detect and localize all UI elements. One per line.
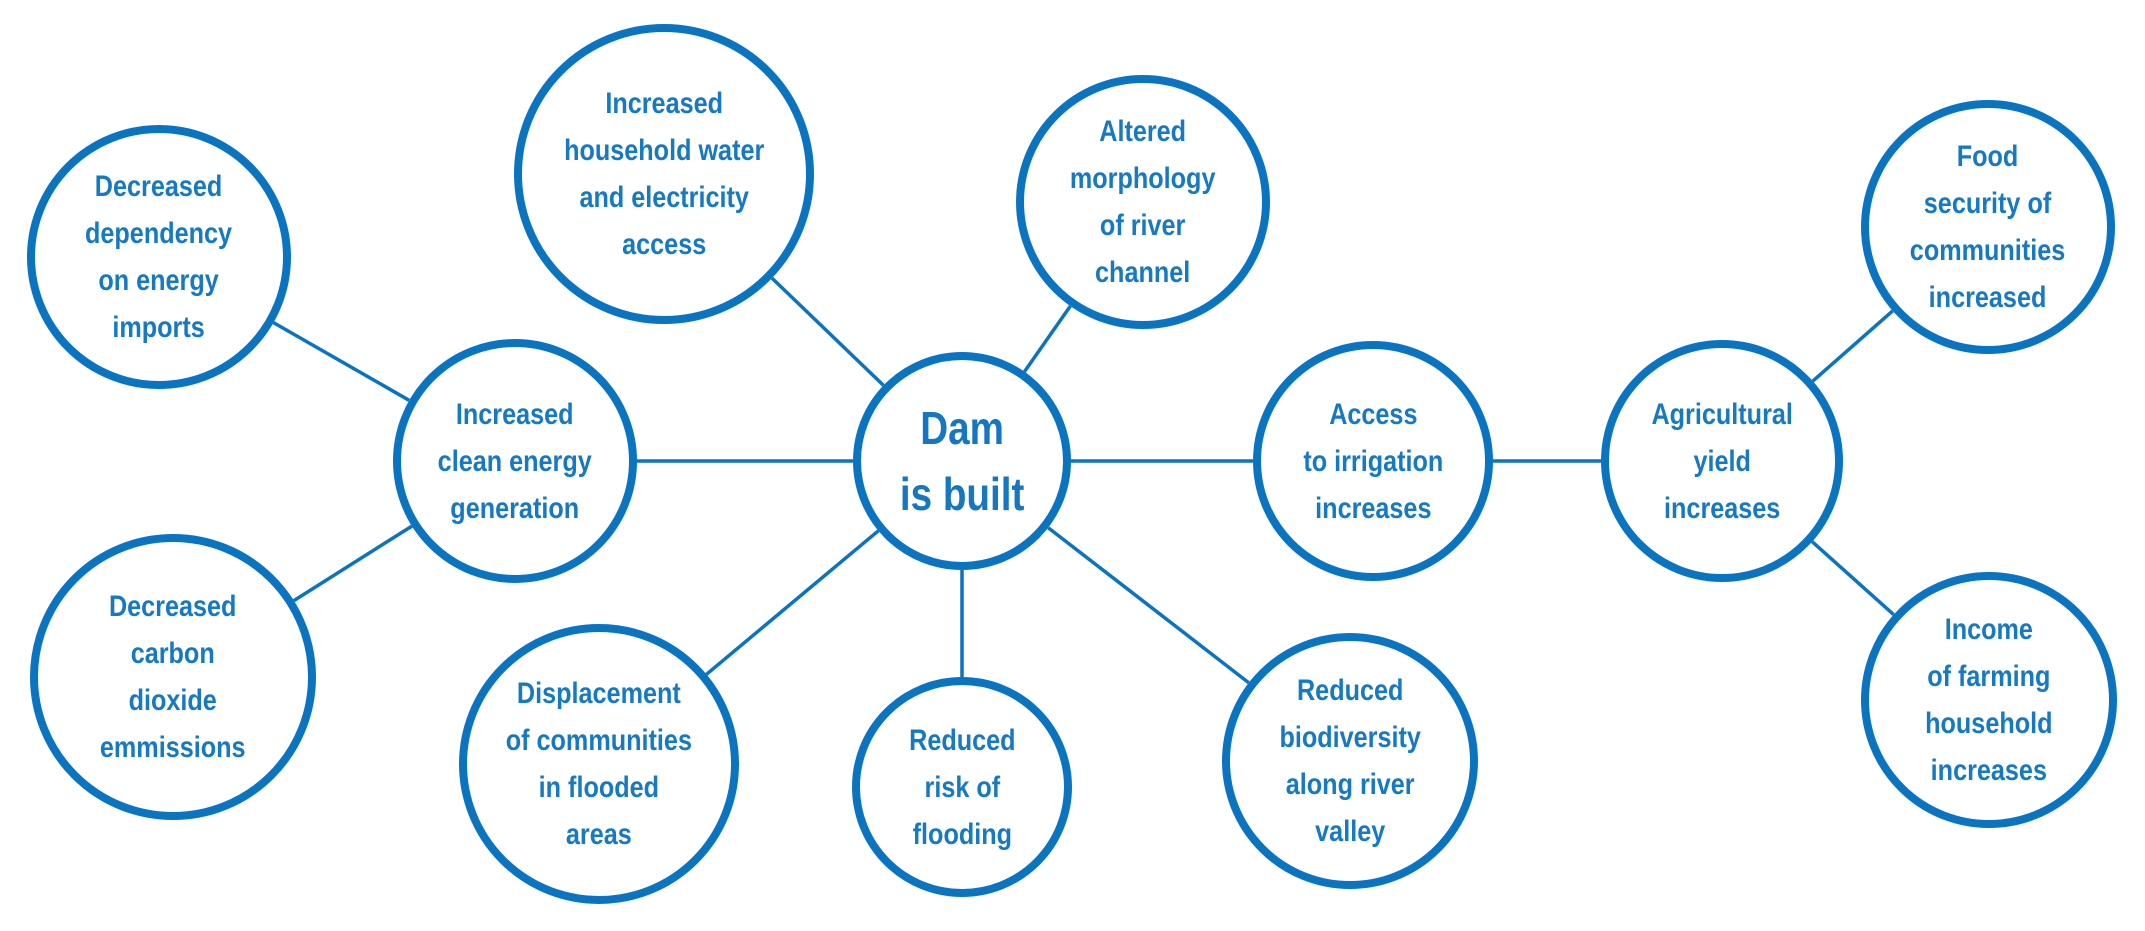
node-label-yield: Agricultural yield increases — [1651, 397, 1793, 525]
node-label-energy-imports: Decreased dependency on energy imports — [85, 170, 233, 344]
node-label-flooding: Reduced risk of flooding — [908, 723, 1016, 851]
node-household-water: Increased household water and electricit… — [514, 24, 814, 324]
edge-clean-energy-to-carbon — [292, 524, 413, 603]
node-irrigation: Access to irrigation increases — [1253, 341, 1493, 581]
node-farm-income: Income of farming household increases — [1861, 572, 2117, 828]
node-displacement: Displacement of communities in flooded a… — [459, 624, 739, 904]
node-dam: Dam is built — [853, 352, 1071, 570]
node-label-farm-income: Income of farming household increases — [1925, 613, 2053, 787]
node-label-food-security: Food security of communities increased — [1910, 140, 2066, 314]
edge-dam-to-displacement — [705, 529, 880, 676]
node-label-biodiversity: Reduced biodiversity along river valley — [1279, 674, 1421, 848]
edge-dam-to-morphology — [1022, 305, 1072, 373]
node-label-clean-energy: Increased clean energy generation — [437, 397, 593, 525]
edge-dam-to-household-water — [770, 276, 885, 387]
node-carbon: Decreased carbon dioxide emmissions — [30, 534, 316, 820]
node-label-displacement: Displacement of communities in flooded a… — [505, 677, 693, 851]
node-clean-energy: Increased clean energy generation — [393, 339, 637, 583]
node-label-irrigation: Access to irrigation increases — [1303, 397, 1443, 525]
node-yield: Agricultural yield increases — [1601, 340, 1843, 582]
edge-yield-to-farm-income — [1811, 540, 1895, 616]
edge-clean-energy-to-energy-imports — [272, 321, 410, 402]
edge-yield-to-food-security — [1811, 309, 1894, 383]
node-morphology: Altered morphology of river channel — [1016, 75, 1270, 329]
node-food-security: Food security of communities increased — [1861, 100, 2115, 354]
node-label-dam: Dam is built — [899, 402, 1025, 520]
node-label-morphology: Altered morphology of river channel — [1070, 115, 1216, 289]
node-energy-imports: Decreased dependency on energy imports — [27, 125, 291, 389]
node-label-carbon: Decreased carbon dioxide emmissions — [100, 590, 246, 764]
node-biodiversity: Reduced biodiversity along river valley — [1222, 633, 1478, 889]
edge-dam-to-biodiversity — [1047, 526, 1250, 685]
node-flooding: Reduced risk of flooding — [852, 677, 1072, 897]
node-label-household-water: Increased household water and electricit… — [563, 87, 765, 261]
